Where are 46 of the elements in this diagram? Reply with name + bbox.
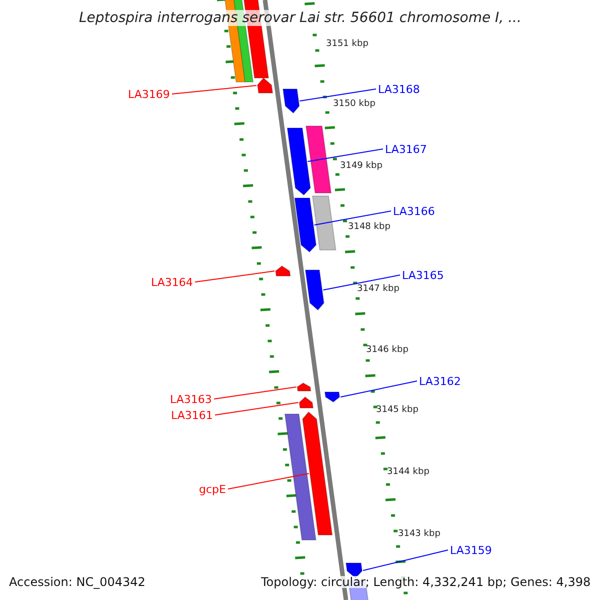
gene-block xyxy=(324,392,340,403)
scale-label: 3145 kbp xyxy=(376,406,418,415)
scale-label: 3151 kbp xyxy=(326,40,368,49)
footer-text: Accession: NC_004342 xyxy=(9,576,146,588)
gene-block xyxy=(304,270,324,311)
gene-name: LA3163 xyxy=(170,394,212,404)
leader-line xyxy=(340,380,418,398)
scale-label: 3149 kbp xyxy=(340,162,382,171)
gene-block xyxy=(302,411,333,536)
gene-block xyxy=(298,396,314,408)
gene-name: gcpE xyxy=(199,484,226,494)
gene-name: LA3166 xyxy=(393,206,435,216)
gene-block xyxy=(282,88,300,114)
gene-name: LA3164 xyxy=(151,276,193,288)
gene-name: LA3161 xyxy=(171,410,213,420)
gene-block xyxy=(294,198,317,253)
footer-text: Topology: circular; Length: 4,332,241 bp; Genes: 4,398 xyxy=(261,576,591,588)
leader-line xyxy=(362,550,448,571)
leader-line xyxy=(228,473,310,490)
scale-label: 3150 kbp xyxy=(333,100,376,109)
leader-line xyxy=(214,402,299,416)
scale-label: 3147 kbp xyxy=(357,285,400,294)
gene-block xyxy=(275,265,291,276)
scale-label: 3148 kbp xyxy=(348,223,390,232)
gene-block xyxy=(305,126,332,194)
leader-line xyxy=(214,386,297,400)
leader-line xyxy=(299,88,376,102)
leader-line xyxy=(172,85,258,94)
leader-line xyxy=(314,210,392,226)
scale-label: 3144 kbp xyxy=(387,468,430,477)
leader-line xyxy=(307,148,384,162)
gene-block xyxy=(296,382,312,392)
gene-name: LA3167 xyxy=(385,144,427,154)
gene-block xyxy=(284,414,316,540)
gene-name: LA3165 xyxy=(402,270,444,280)
gene-name: LA3169 xyxy=(128,88,170,100)
leader-line xyxy=(194,270,276,282)
gene-name: LA3162 xyxy=(419,376,461,386)
gene-name: LA3159 xyxy=(450,544,492,556)
gene-name: LA3168 xyxy=(378,84,420,94)
gene-block xyxy=(312,196,336,250)
leader-line xyxy=(322,274,400,290)
scale-label: 3146 kbp xyxy=(366,346,408,355)
scale-label: 3143 kbp xyxy=(398,530,440,539)
gene-block xyxy=(286,128,311,196)
gene-block xyxy=(256,77,274,94)
